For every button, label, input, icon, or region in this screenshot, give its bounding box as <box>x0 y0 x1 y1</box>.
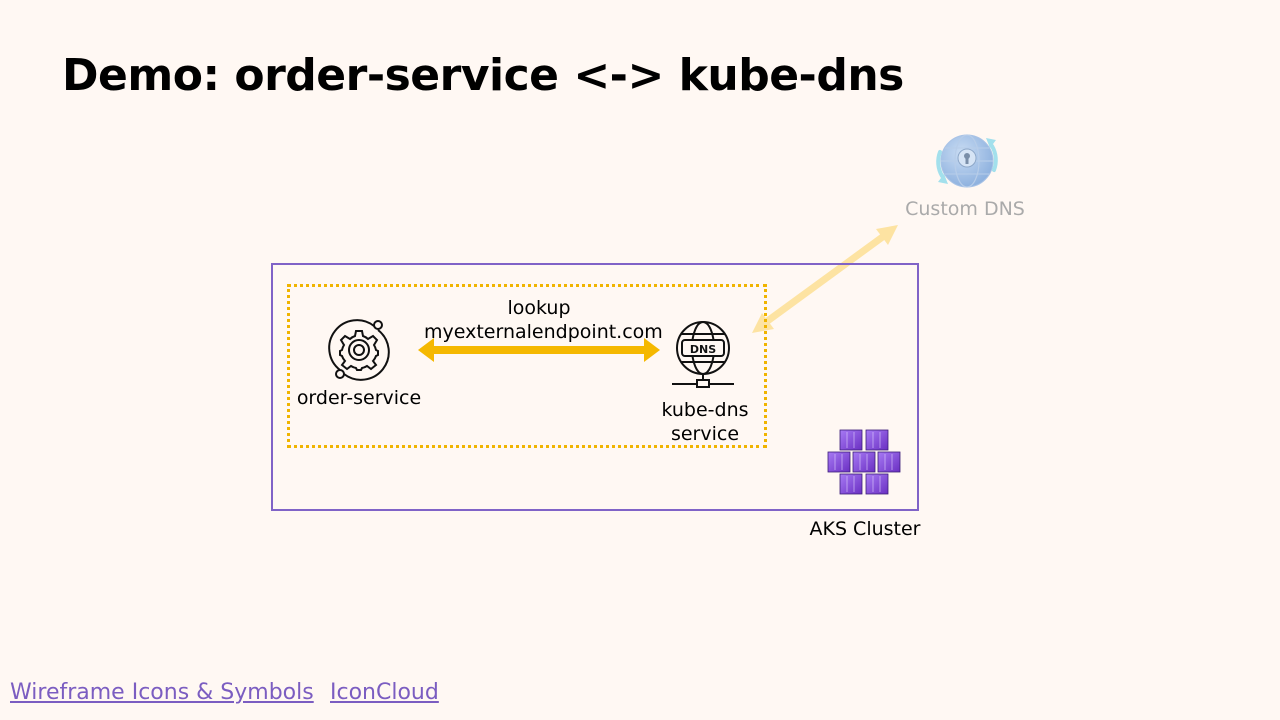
lookup-arrow <box>418 338 660 362</box>
endpoint-label: myexternalendpoint.com <box>424 321 663 343</box>
iconcloud-link[interactable]: IconCloud <box>330 680 439 705</box>
namespace-box <box>287 284 767 448</box>
kubernetes-cubes-icon <box>826 428 904 496</box>
globe-lock-icon <box>932 130 1002 192</box>
kube-dns-service-label: service <box>670 423 740 445</box>
dns-globe-icon: DNS <box>668 318 738 390</box>
order-service-label: order-service <box>296 387 422 409</box>
wireframe-icons-link[interactable]: Wireframe Icons & Symbols <box>10 680 314 705</box>
lookup-label: lookup <box>507 297 571 319</box>
gear-icon <box>326 316 392 384</box>
page-title: Demo: order-service <-> kube-dns <box>62 50 904 101</box>
aks-cluster-label: AKS Cluster <box>809 518 921 540</box>
kube-dns-label: kube-dns <box>661 399 749 421</box>
custom-dns-arrow <box>752 225 898 333</box>
aks-cluster-box <box>271 263 919 511</box>
custom-dns-label: Custom DNS <box>905 198 1025 220</box>
dns-badge-text: DNS <box>690 343 716 356</box>
